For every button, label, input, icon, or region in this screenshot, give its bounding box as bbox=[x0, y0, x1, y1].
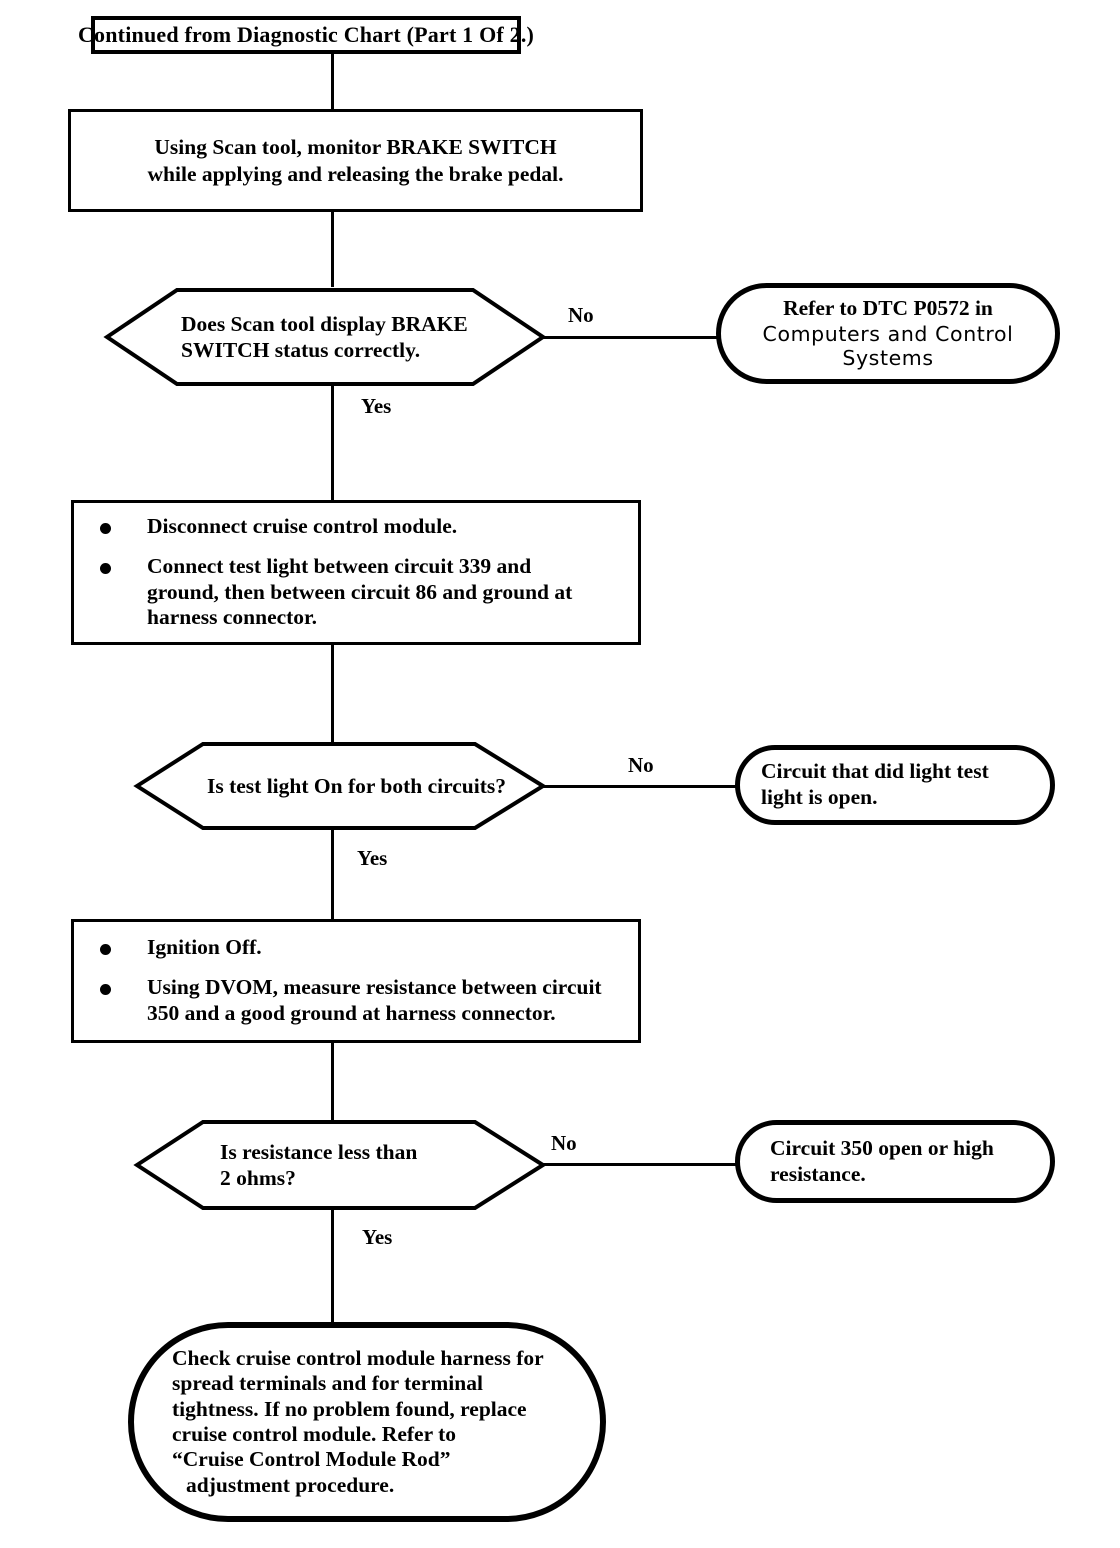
decision-line: 2 ohms? bbox=[220, 1166, 296, 1190]
terminal-text: Refer to DTC P0572 in Computers and Cont… bbox=[763, 296, 1014, 371]
terminal-text: Circuit 350 open or high resistance. bbox=[770, 1136, 1020, 1188]
bullet-text: Using DVOM, measure resistance between c… bbox=[147, 975, 602, 1027]
decision-line: Does Scan tool display BRAKE bbox=[181, 311, 468, 336]
decision-line: Is resistance less than bbox=[220, 1139, 418, 1164]
terminal-line: tightness. If no problem found, replace bbox=[172, 1396, 527, 1421]
process-monitor-brake-switch-text: Using Scan tool, monitor BRAKE SWITCH wh… bbox=[148, 134, 564, 186]
decision-line: Is test light On for both circuits? bbox=[207, 773, 507, 798]
decision-test-light-on-both-circuits: Is test light On for both circuits? bbox=[133, 741, 547, 831]
bullet-line: 350 and a good ground at harness connect… bbox=[147, 1000, 556, 1025]
process-line: Using Scan tool, monitor BRAKE SWITCH bbox=[154, 135, 557, 160]
connector-decision3-no bbox=[543, 1163, 738, 1166]
bullet-line: ground, then between circuit 86 and grou… bbox=[147, 579, 573, 604]
connector-decision3-yes bbox=[331, 1209, 334, 1324]
decision-label: Is resistance less than 2 ohms? bbox=[135, 1119, 545, 1211]
connector-header-to-step1 bbox=[331, 54, 334, 109]
connector-step3-to-decision3 bbox=[331, 1043, 334, 1121]
process-ignition-off-measure-resistance: Ignition Off. Using DVOM, measure resist… bbox=[71, 919, 641, 1043]
connector-decision1-yes bbox=[331, 385, 334, 500]
terminal-circuit-350-open-high-resistance: Circuit 350 open or high resistance. bbox=[735, 1120, 1055, 1203]
bullet-dot-icon bbox=[100, 562, 111, 574]
process-disconnect-module-test-light: Disconnect cruise control module. Connec… bbox=[71, 500, 641, 645]
terminal-text: Circuit that did light test light is ope… bbox=[761, 759, 1029, 811]
bullet-line: Connect test light between circuit 339 a… bbox=[147, 553, 532, 578]
branch-label-yes-2: Yes bbox=[357, 846, 388, 870]
connector-decision2-no bbox=[543, 785, 738, 788]
bullet-dot-icon bbox=[100, 984, 111, 996]
bullet-line: Using DVOM, measure resistance between c… bbox=[147, 975, 602, 1000]
terminal-line: Refer to DTC P0572 in bbox=[783, 296, 993, 320]
terminal-line: Check cruise control module harness for bbox=[172, 1345, 544, 1370]
process-line: while applying and releasing the brake p… bbox=[147, 161, 564, 186]
terminal-line: resistance. bbox=[770, 1161, 866, 1186]
bullet-dot-icon bbox=[100, 522, 111, 534]
bullet-item: Ignition Off. bbox=[100, 935, 638, 961]
bullet-dot-icon bbox=[100, 944, 111, 956]
bullet-line: harness connector. bbox=[147, 605, 318, 630]
decision-label: Is test light On for both circuits? bbox=[135, 741, 545, 831]
connector-step1-to-decision1 bbox=[331, 212, 334, 287]
chart-continuation-header: Continued from Diagnostic Chart (Part 1 … bbox=[78, 16, 534, 54]
bullet-item: Using DVOM, measure resistance between c… bbox=[100, 975, 638, 1027]
branch-label-yes-1: Yes bbox=[361, 394, 392, 418]
bullet-item: Connect test light between circuit 339 a… bbox=[100, 554, 638, 631]
decision-line: SWITCH status correctly. bbox=[181, 338, 421, 362]
terminal-refer-dtc-p0572: Refer to DTC P0572 in Computers and Cont… bbox=[716, 283, 1060, 384]
connector-decision2-yes bbox=[331, 829, 334, 921]
terminal-line: spread terminals and for terminal bbox=[172, 1371, 483, 1396]
terminal-line: Circuit 350 open or high bbox=[770, 1135, 994, 1160]
decision-resistance-less-than-2-ohms: Is resistance less than 2 ohms? bbox=[133, 1119, 547, 1211]
branch-label-no-1: No bbox=[568, 303, 594, 327]
decision-scan-tool-displays-brake-switch: Does Scan tool display BRAKE SWITCH stat… bbox=[103, 287, 547, 387]
terminal-line: light is open. bbox=[761, 785, 878, 809]
branch-label-no-3: No bbox=[551, 1131, 577, 1155]
branch-label-no-2: No bbox=[628, 753, 654, 777]
terminal-circuit-did-light-open: Circuit that did light test light is ope… bbox=[735, 745, 1055, 825]
terminal-line: Circuit that did light test bbox=[761, 759, 989, 784]
terminal-text: Check cruise control module harness for … bbox=[172, 1346, 562, 1498]
branch-label-yes-3: Yes bbox=[362, 1225, 393, 1249]
process-monitor-brake-switch: Using Scan tool, monitor BRAKE SWITCH wh… bbox=[68, 109, 643, 212]
terminal-line: cruise control module. Refer to bbox=[172, 1422, 457, 1446]
terminal-line: Systems bbox=[842, 346, 934, 371]
bullet-text: Ignition Off. bbox=[147, 935, 262, 960]
terminal-line: adjustment procedure. bbox=[186, 1472, 395, 1497]
decision-label: Does Scan tool display BRAKE SWITCH stat… bbox=[105, 287, 545, 387]
connector-decision1-no bbox=[543, 336, 718, 339]
terminal-check-harness-replace-module: Check cruise control module harness for … bbox=[128, 1322, 606, 1522]
chart-continuation-header-label: Continued from Diagnostic Chart (Part 1 … bbox=[77, 22, 535, 47]
bullet-item: Disconnect cruise control module. bbox=[100, 514, 638, 540]
terminal-line: “Cruise Control Module Rod” bbox=[172, 1447, 451, 1472]
bullet-text: Disconnect cruise control module. bbox=[147, 513, 458, 538]
terminal-line: Computers and Control bbox=[762, 321, 1014, 346]
connector-step2-to-decision2 bbox=[331, 645, 334, 743]
bullet-text: Connect test light between circuit 339 a… bbox=[147, 554, 572, 631]
